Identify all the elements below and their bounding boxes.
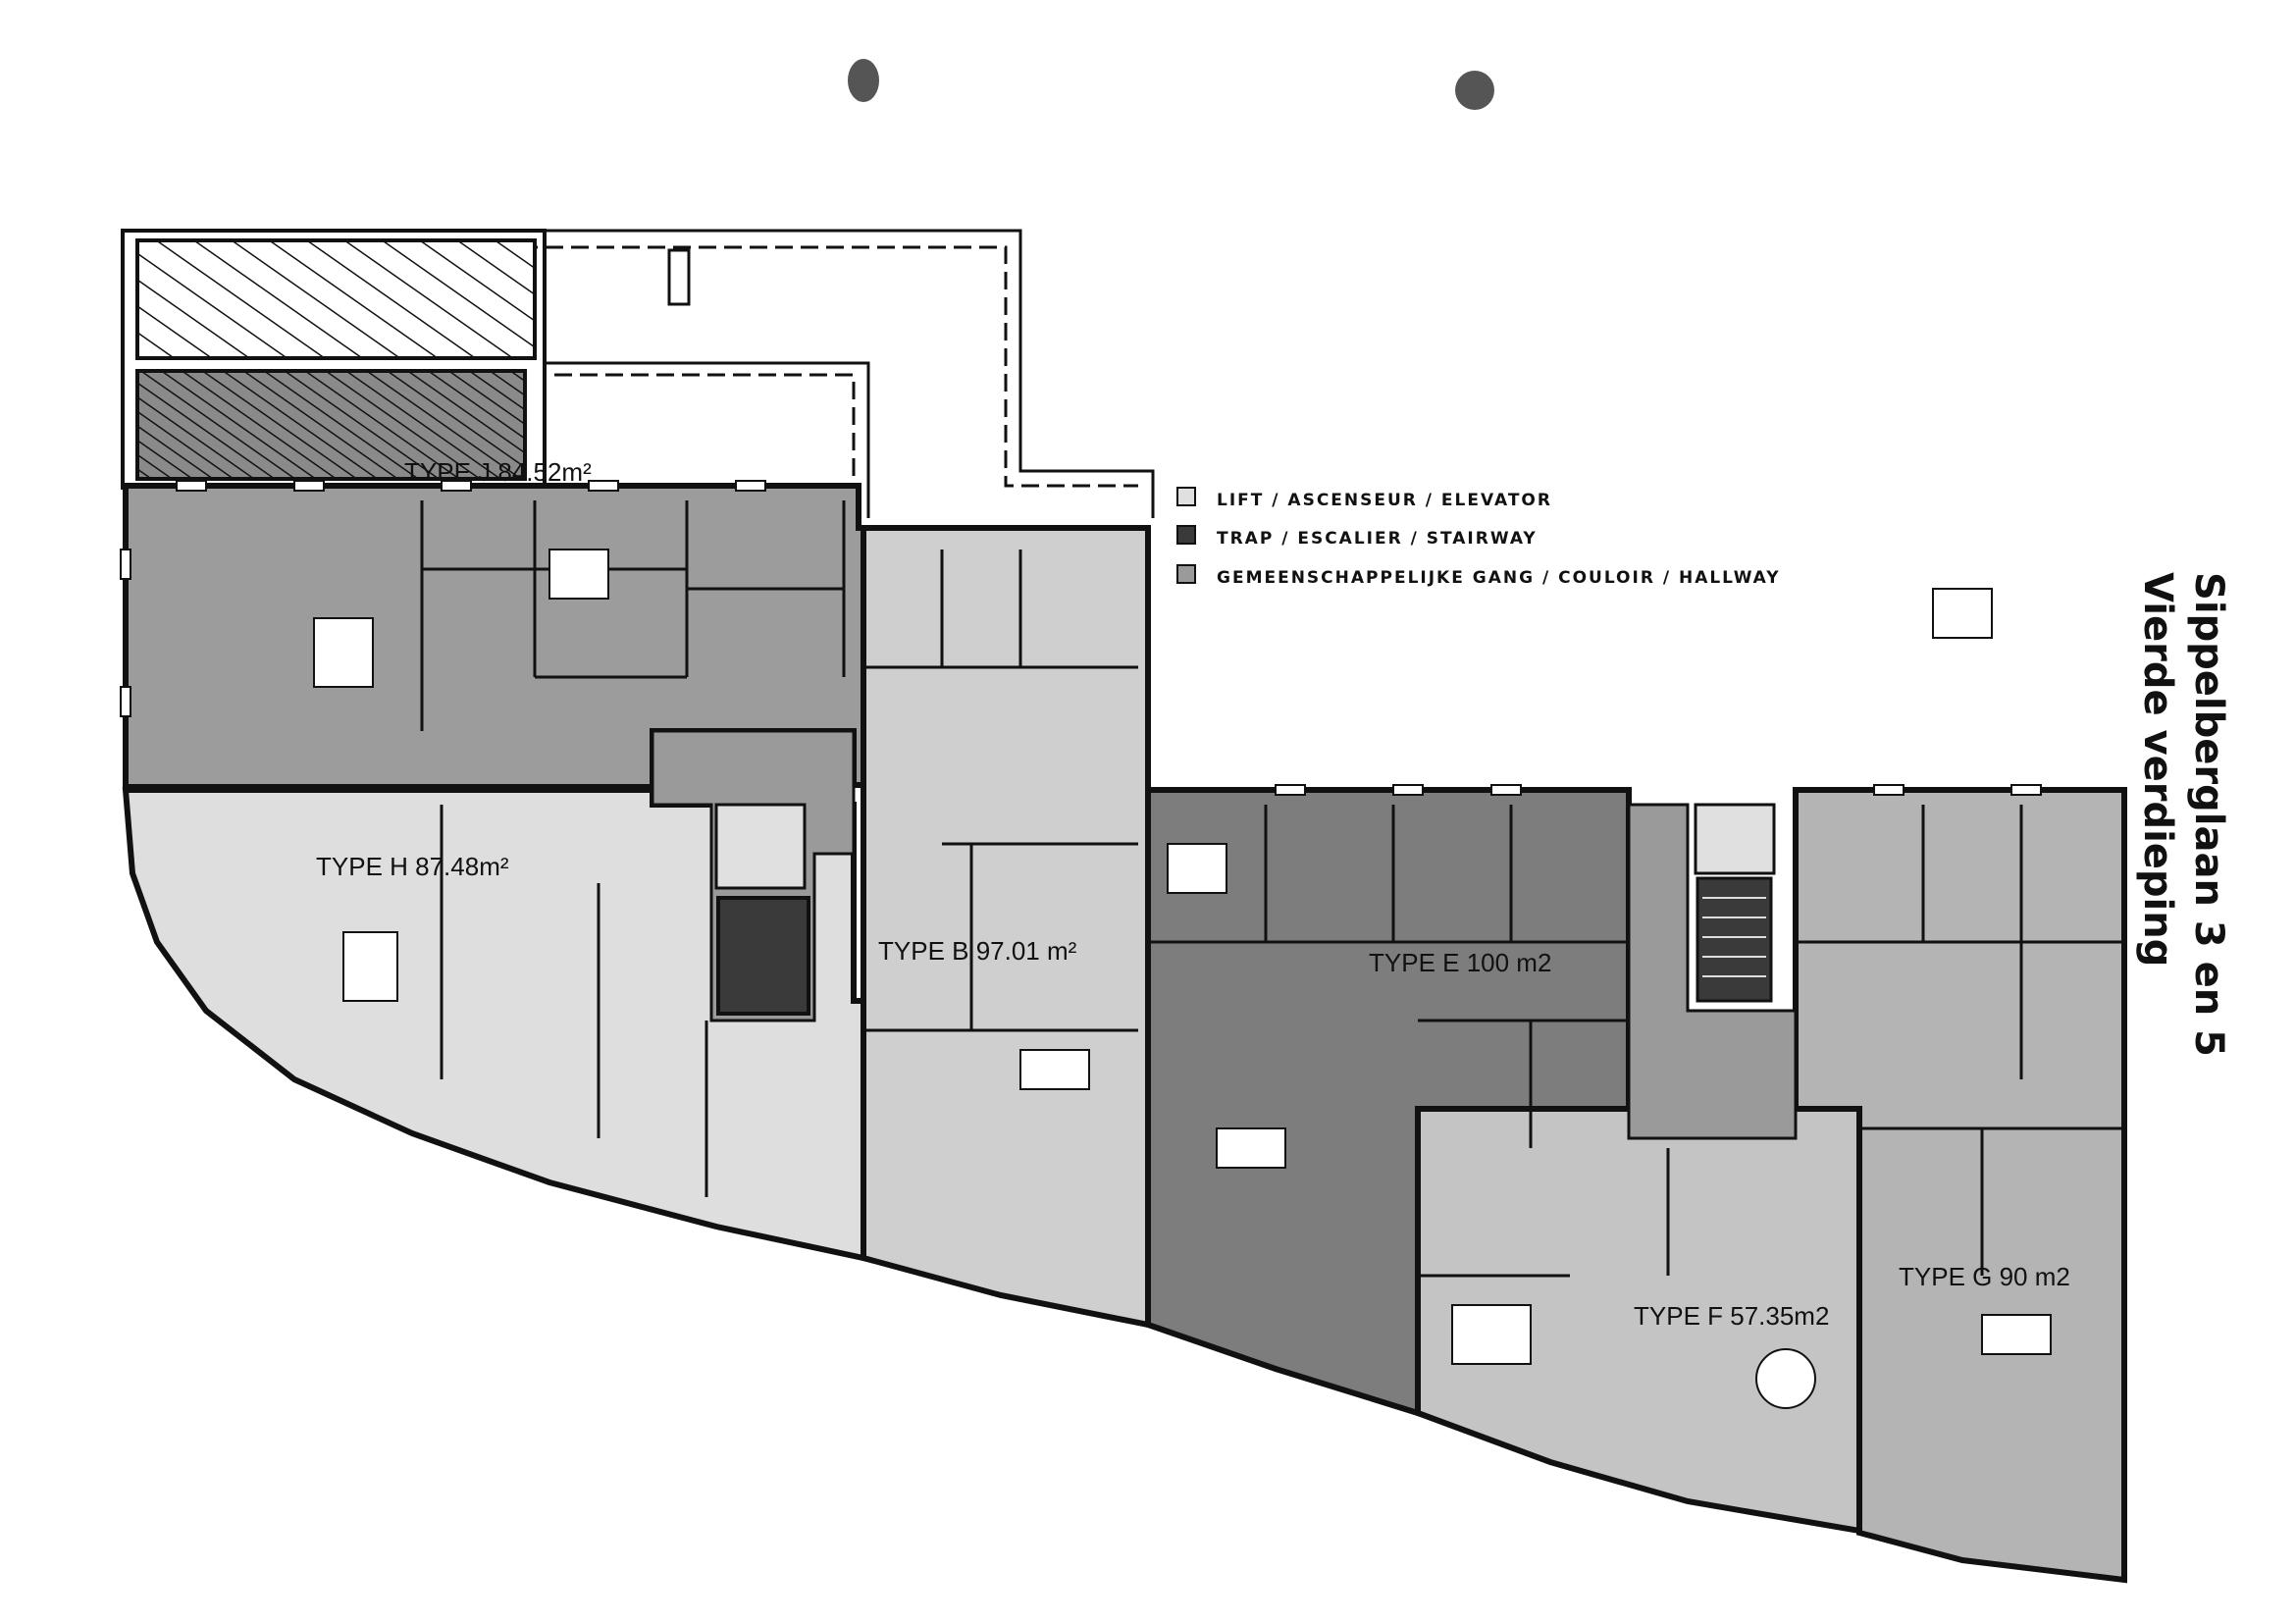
- unit-label-h: TYPE H 87.48m²: [316, 852, 509, 881]
- legend-swatch-hallway: [1176, 564, 1196, 584]
- windows: [120, 480, 2042, 796]
- lift: [714, 803, 807, 890]
- punch-hole-mark: [1455, 71, 1494, 110]
- legend: LIFT / ASCENSEUR / ELEVATOR TRAP / ESCAL…: [1176, 487, 1781, 588]
- legend-swatch-lift: [1176, 487, 1196, 506]
- interior-walls: [420, 500, 2124, 1278]
- balcony-hatched: [135, 369, 527, 481]
- punch-hole-mark: [848, 59, 879, 102]
- unit-g-area: [1793, 787, 2127, 1584]
- unit-label-e: TYPE E 100 m2: [1369, 948, 1551, 977]
- legend-swatch-stair: [1176, 525, 1196, 545]
- unit-label-f: TYPE F 57.35m2: [1634, 1301, 1829, 1331]
- stairway: [1696, 876, 1773, 1003]
- plan-title-floor: Vierde verdieping: [2135, 572, 2180, 968]
- legend-label-hallway: GEMEENSCHAPPELIJKE GANG / COULOIR / HALL…: [1217, 568, 1781, 588]
- unit-b-area: [861, 525, 1151, 1329]
- plan-title: Sippelberglaan 3 en 5 Vierde verdieping: [2132, 572, 2234, 1057]
- plan-title-address: Sippelberglaan 3 en 5: [2186, 572, 2231, 1057]
- lift: [1694, 803, 1776, 875]
- unit-label-j: TYPE J 84.52m²: [404, 457, 592, 487]
- unit-label-b: TYPE B 97.01 m²: [878, 936, 1077, 966]
- legend-label-stair: TRAP / ESCALIER / STAIRWAY: [1217, 529, 1538, 549]
- furniture: [313, 549, 2052, 1409]
- balcony-hatched: [135, 238, 537, 360]
- hallway: [1627, 803, 1798, 1140]
- legend-label-lift: LIFT / ASCENSEUR / ELEVATOR: [1217, 491, 1552, 510]
- unit-label-g: TYPE G 90 m2: [1899, 1262, 2070, 1291]
- stairway: [716, 896, 810, 1016]
